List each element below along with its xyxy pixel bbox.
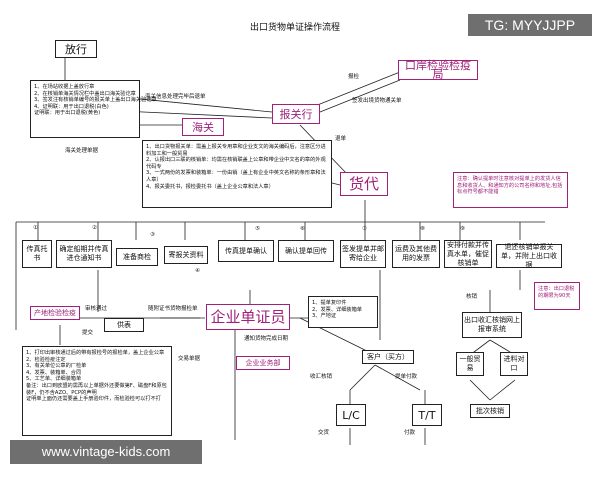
left-note-line: 1、在场站收据上盖放行章 — [34, 84, 95, 90]
right-small-note-text: 注意：出口退税的期限为90天 — [538, 286, 575, 299]
step-number: ⑨ — [460, 226, 465, 232]
left-note-line: 证明联：用于出口退税(黄色) — [34, 110, 101, 117]
mid-list: 1、提单复印件 2、发票、详细装箱单 3、产地证 — [308, 296, 378, 328]
label-trade-docs: 交易单据 — [178, 356, 201, 362]
process-box: 准备商检 — [116, 248, 158, 266]
node-broker: 报关行 — [272, 104, 320, 124]
step-number: ② — [92, 225, 97, 231]
label-bl-payment: 提单付款 — [395, 374, 418, 380]
center-note-line: 3、一式两份的发票和装箱单：一份由销（盖上有企业中英文名称的条形章和法人章） — [146, 170, 326, 183]
label-submit: 提交 — [82, 330, 94, 336]
process-box: 安排付款并传真水单，催促核销单 — [444, 240, 492, 268]
step-number: ④ — [195, 268, 200, 274]
node-company-clerk: 企业单证员 — [206, 304, 290, 330]
step-number: ⑦ — [362, 226, 367, 232]
process-box: 寄报关资料 — [164, 246, 208, 264]
process-box: 确定船期并传真进仓通知书 — [56, 240, 112, 268]
page-title: 出口货物单证操作流程 — [249, 23, 340, 33]
center-note-line: 2、认报出口三联的核销单：均需在核销联盖上公章和带企业中文名的章的外观代码专 — [146, 157, 326, 170]
step-number: ⑤ — [255, 226, 260, 232]
node-port-inspection: 口岸检验检疫局 — [398, 60, 478, 80]
process-box: 退还核销单报关单，并附上出口收据 — [496, 243, 562, 269]
label-payment: 付款 — [404, 430, 416, 436]
bottom-note-line: 5、工艺单、详细装箱单 — [26, 376, 82, 383]
label-verification: 核销 — [466, 294, 478, 300]
bottom-note-line: 4、发票、装箱单、合同 — [26, 369, 82, 376]
bottom-note-line: 证明单上面仍还需要盖上手册验印件，而检验检可以打不打 — [26, 396, 161, 403]
node-supply-form: 供表 — [104, 318, 144, 332]
bottom-note-line: 1、打印出审核通过后的带有报检号的报检单，盖上企业公章 — [26, 350, 165, 356]
step-number: ③ — [150, 232, 155, 238]
process-box: 确认提单回传 — [278, 240, 334, 262]
right-note-line: 注意：确认提单时注意核对提单上的发货人信息和收货人、和通知方的公司名称和地址,包… — [457, 176, 563, 196]
left-note-line: 4、证明联：用于出口退税(白色) — [34, 103, 109, 110]
label-customs-info: 海关信息处理完毕后退单 — [145, 94, 206, 100]
step-number: ⑧ — [420, 226, 425, 232]
label-notify-date: 通知货物完成日期 — [244, 336, 289, 342]
node-business-dept: 企业业务部 — [236, 356, 290, 370]
node-processing-trade: 进料对口 — [500, 352, 528, 376]
mid-list-line: 1、提单复印件 — [312, 300, 347, 306]
label-approved: 审核通过 — [85, 306, 108, 312]
left-note: 1、在场站收据上盖放行章 2、在核销单海关情况栏中盖出口海关验讫章 3、签发注有… — [30, 80, 157, 138]
step-number: ① — [33, 225, 38, 231]
process-box: 传真托书 — [22, 240, 52, 268]
label-attach-cert: 随附证书货物报检单 — [148, 306, 198, 312]
node-export-verification-system: 出口收汇核销网上报审系统 — [462, 312, 522, 338]
left-note-line: 2、在核销单海关情况栏中盖出口海关验讫章 — [34, 90, 136, 97]
center-note-line: 1、出口货物报关单：需盖上报关专用章和企业支文的海关编码后，注意区分进料加工和一… — [146, 144, 326, 157]
bottom-note-line: 3、有关单位公章的厂检单 — [26, 363, 87, 370]
mid-list-line: 3、产地证 — [312, 313, 337, 320]
watermark-bottom: www.vintage-kids.com — [10, 440, 202, 464]
label-collection: 收汇核销 — [310, 374, 333, 380]
right-note: 注意：确认提单时注意核对提单上的发货人信息和收货人、和通知方的公司名称和地址,包… — [453, 172, 568, 208]
label-customs-processing: 海关处理单据 — [65, 148, 99, 154]
watermark-top: TG: MYYJJPP — [468, 14, 592, 36]
node-tt: T/T — [412, 404, 442, 426]
node-customer: 客户（买方） — [362, 350, 414, 364]
node-customs: 海关 — [182, 118, 224, 136]
node-lc: L/C — [336, 404, 366, 426]
center-note: 1、出口货物报关单：需盖上报关专用章和企业支文的海关编码后，注意区分进料加工和一… — [142, 140, 332, 208]
label-issue-permit: 签发出境货物通关单 — [352, 98, 402, 104]
node-origin-inspection: 产地检验检疫 — [30, 306, 80, 320]
node-release: 放行 — [55, 40, 97, 58]
process-box: 签发提单并邮寄给企业 — [340, 240, 386, 268]
process-box: 运费及其他费用的发票 — [392, 240, 440, 268]
label-return: 退单 — [335, 136, 347, 142]
label-delivery: 交货 — [318, 430, 330, 436]
bottom-left-note: 1、打印出审核通过后的带有报检号的报检单，盖上企业公章 2、检验检疫注定 3、有… — [22, 346, 172, 436]
process-box: 传真提单确认 — [218, 240, 274, 262]
center-note-line: 4、报关委托书，报检委托书（盖上企业公章和法人章） — [146, 183, 274, 190]
bottom-note-line: 备注：出口到欧盟的需再以上单据外还要做第F、磁盘F和原包装F，仍不含AZO、PC… — [26, 382, 167, 396]
label-inspection: 报检 — [348, 74, 360, 80]
step-number: ⑥ — [300, 226, 305, 232]
node-general-trade: 一般贸易 — [456, 352, 484, 376]
left-note-line: 3、签发注有核销单编号的报关单上盖出口海关验讫章 — [34, 97, 157, 104]
node-batch-verification: 批次核销 — [470, 404, 510, 418]
right-small-note: 注意：出口退税的期限为90天 — [534, 282, 580, 310]
node-forwarder: 货代 — [340, 172, 388, 196]
mid-list-line: 2、发票、详细装箱单 — [312, 306, 362, 313]
bottom-note-line: 2、检验检疫注定 — [26, 356, 66, 363]
